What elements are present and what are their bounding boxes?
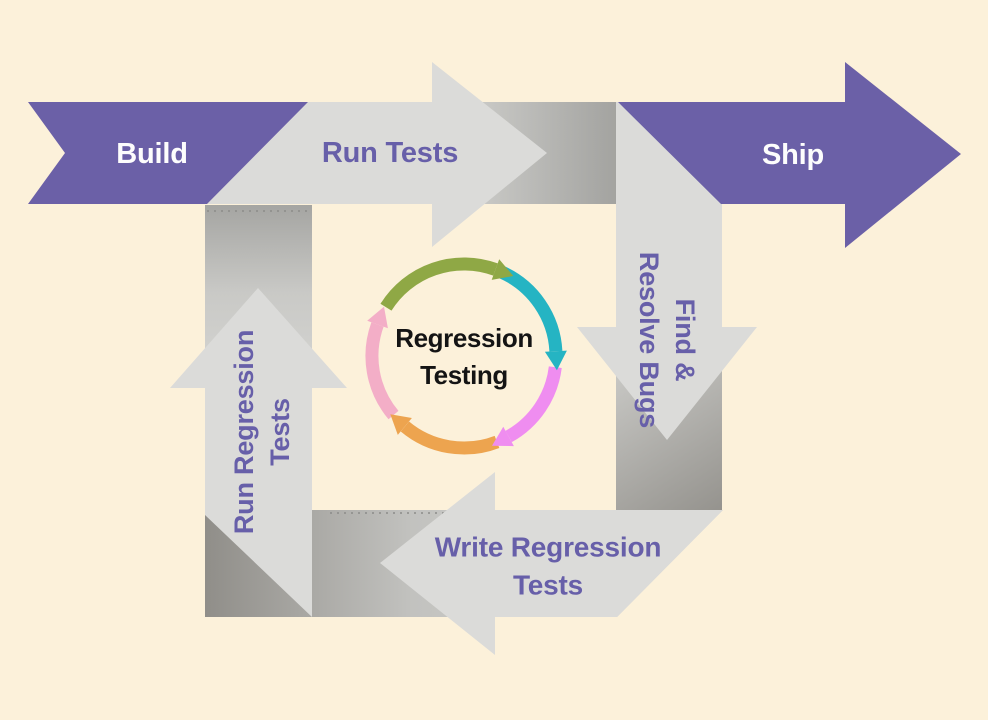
- ring-arrowhead-pink: [367, 306, 388, 329]
- ring-arc-teal: [498, 266, 563, 352]
- ship-arrow: [618, 62, 961, 248]
- ring-arrowhead-teal: [544, 350, 567, 371]
- write-regression-tests-label: Write Regression Tests: [434, 531, 662, 600]
- ring-arc-violet: [505, 366, 562, 443]
- ring-arrowhead-violet: [492, 426, 514, 447]
- ring-arrowhead-orange: [390, 414, 412, 435]
- build-label: Build: [116, 137, 188, 170]
- ring-arc-pink: [365, 322, 399, 420]
- ship-label: Ship: [761, 138, 825, 171]
- build-arrow: [28, 102, 308, 204]
- ring-arrowhead-green: [491, 259, 514, 280]
- write-regression-tests-arrow: [380, 472, 723, 655]
- run-tests-arrow: [207, 62, 547, 247]
- ring-arc-green: [380, 257, 498, 311]
- center-title: Regression Testing: [395, 323, 533, 390]
- run-tests-label: Run Tests: [321, 136, 459, 169]
- regression-cycle-ring: [365, 257, 567, 455]
- find-resolve-bugs-label: Find & Resolve Bugs: [634, 251, 701, 429]
- ring-arc-orange: [400, 421, 500, 455]
- run-regression-tests-arrow: [170, 288, 347, 617]
- run-regression-tests-label: Run Regression Tests: [228, 329, 295, 535]
